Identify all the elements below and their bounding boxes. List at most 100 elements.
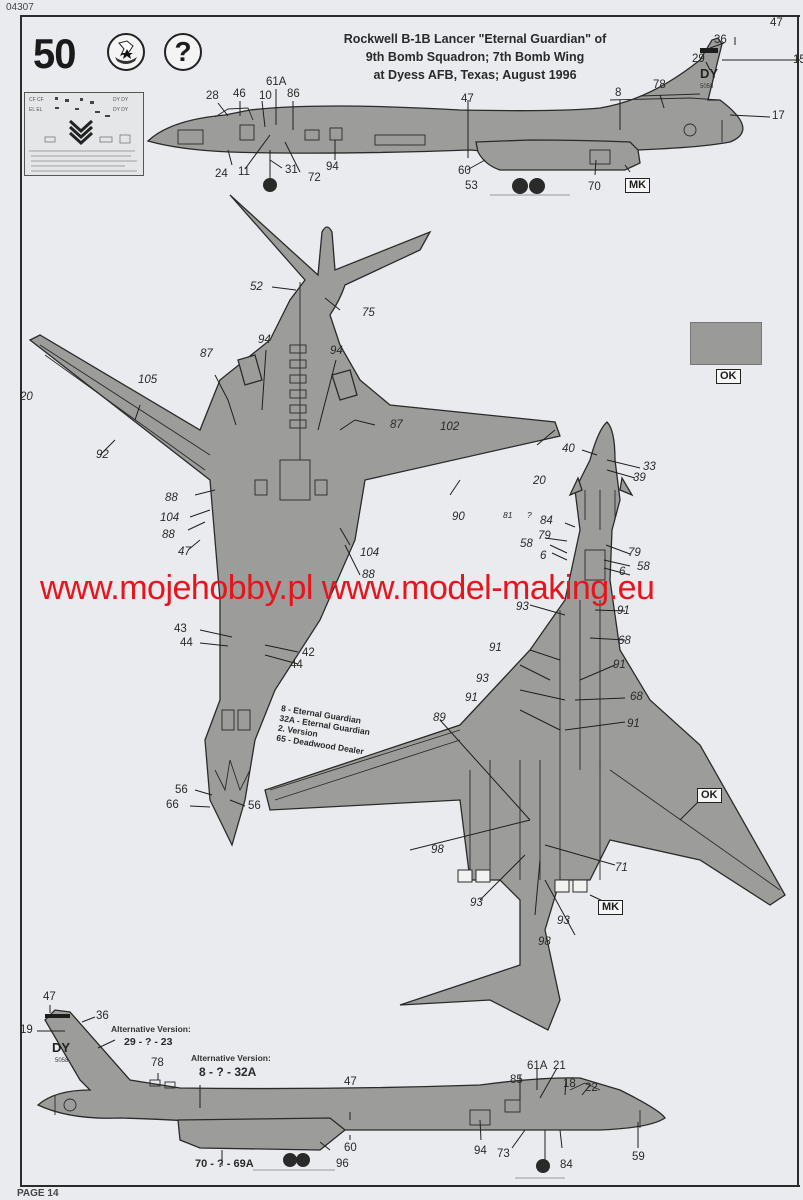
callout: 71 — [615, 862, 628, 874]
callout: 93 — [470, 897, 483, 909]
alt-version-title-1: Alternative Version: — [111, 1024, 191, 1034]
callout: 96 — [336, 1158, 349, 1170]
callout: 21 — [553, 1060, 566, 1072]
paint-code-badge: OK — [716, 369, 741, 384]
callout: 105 — [138, 374, 158, 386]
callout: 56 — [248, 800, 261, 812]
callout: 36 — [714, 34, 727, 46]
svg-text:5058: 5058 — [55, 1058, 69, 1064]
callout: 61A — [527, 1060, 548, 1072]
callout: 98 — [538, 936, 551, 948]
callout: 43 — [174, 623, 187, 635]
callout: 72 — [308, 172, 321, 184]
callout: 47 — [770, 17, 783, 29]
paint-color-swatch — [690, 322, 762, 365]
callout: 93 — [557, 915, 570, 927]
help-question-icon: ? — [164, 33, 202, 71]
callout: 94 — [326, 161, 339, 173]
callout: 15 — [793, 54, 803, 66]
callout: 66 — [166, 799, 179, 811]
callout: 91 — [613, 659, 626, 671]
callout: 40 — [562, 443, 575, 455]
paint-code-badge: OK — [697, 788, 722, 803]
callout: 84 — [540, 515, 553, 527]
callout: 68 — [630, 691, 643, 703]
callout: 58 — [637, 561, 650, 573]
callout: 91 — [465, 692, 478, 704]
callout: 94 — [258, 334, 271, 346]
callout: 78 — [151, 1057, 164, 1069]
paint-code-badge: MK — [625, 178, 651, 193]
svg-text:DY: DY — [700, 66, 718, 81]
decal-sheet-thumbnail: CF CF DY DY EL EL DY DY — [24, 92, 144, 176]
svg-text:5058: 5058 — [700, 84, 714, 90]
callout: 29 — [692, 53, 705, 65]
callout: 84 — [560, 1159, 573, 1171]
callout: 47 — [344, 1076, 357, 1088]
callout: 78 — [653, 79, 666, 91]
callout: 59 — [632, 1151, 645, 1163]
callout: 94 — [330, 345, 343, 357]
callout: 81 — [503, 510, 513, 520]
callout: 79 — [538, 530, 551, 542]
callout: 94 — [474, 1145, 487, 1157]
callout: 11 — [238, 166, 250, 178]
callout: 31 — [285, 164, 298, 176]
page-title: Rockwell B-1B Lancer "Eternal Guardian" … — [320, 30, 630, 84]
title-line-2: 9th Bomb Squadron; 7th Bomb Wing — [365, 50, 585, 64]
svg-text:CF CF: CF CF — [29, 97, 44, 103]
svg-text:DY: DY — [52, 1040, 70, 1055]
callout: 24 — [215, 168, 228, 180]
callout: 73 — [497, 1148, 510, 1160]
paint-code-badge: MK — [598, 900, 624, 915]
callout: 52 — [250, 281, 263, 293]
page-number: PAGE 14 — [17, 1188, 59, 1199]
callout: 60 — [344, 1142, 357, 1154]
alt-version-value-3: 70 - ? - 69A — [195, 1158, 254, 1170]
callout: 93 — [476, 673, 489, 685]
side-view-bottom: DY 5058 — [36, 1005, 666, 1179]
callout: 39 — [633, 472, 646, 484]
callout: 93 — [516, 601, 529, 613]
callout: 85 — [510, 1074, 523, 1086]
callout: 42 — [302, 647, 315, 659]
callout: 47 — [461, 93, 474, 105]
callout: 88 — [165, 492, 178, 504]
callout: 46 — [233, 88, 246, 100]
callout: 18 — [563, 1078, 576, 1090]
callout: 36 — [96, 1010, 109, 1022]
callout: 58 — [520, 538, 533, 550]
callout: 104 — [360, 547, 380, 559]
callout: 20 — [20, 391, 33, 403]
callout: 98 — [431, 844, 444, 856]
callout: 75 — [362, 307, 375, 319]
side-view-top: DY 5058 — [146, 37, 800, 196]
svg-text:EL EL: EL EL — [29, 107, 43, 113]
callout: 53 — [465, 180, 478, 192]
callout: 33 — [643, 461, 656, 473]
callout: 90 — [452, 511, 465, 523]
page-border — [20, 15, 800, 1187]
callout: 61A — [266, 76, 287, 88]
page-border-right — [797, 15, 799, 1187]
callout: 22 — [585, 1082, 598, 1094]
svg-text:DY DY: DY DY — [113, 97, 129, 103]
callout: 92 — [96, 449, 109, 461]
callout: 44 — [290, 659, 303, 671]
callout: 68 — [618, 635, 631, 647]
callout: 28 — [206, 90, 219, 102]
alt-version-value-2: 8 - ? - 32A — [199, 1065, 257, 1079]
callout: 60 — [458, 165, 471, 177]
decal-water-icon — [107, 33, 145, 71]
callout: 56 — [175, 784, 188, 796]
title-line-1: Rockwell B-1B Lancer "Eternal Guardian" … — [343, 32, 607, 46]
callout: 79 — [628, 547, 641, 559]
watermark-text: www.mojehobby.pl www.model-making.eu — [40, 569, 655, 607]
alt-version-value-1: 29 - ? - 23 — [124, 1036, 173, 1048]
upper-view — [264, 421, 786, 1031]
callout: 91 — [627, 718, 640, 730]
callout: 17 — [772, 110, 785, 122]
svg-text:DY DY: DY DY — [113, 107, 129, 113]
callout: 47 — [178, 546, 191, 558]
callout: 88 — [362, 569, 375, 581]
